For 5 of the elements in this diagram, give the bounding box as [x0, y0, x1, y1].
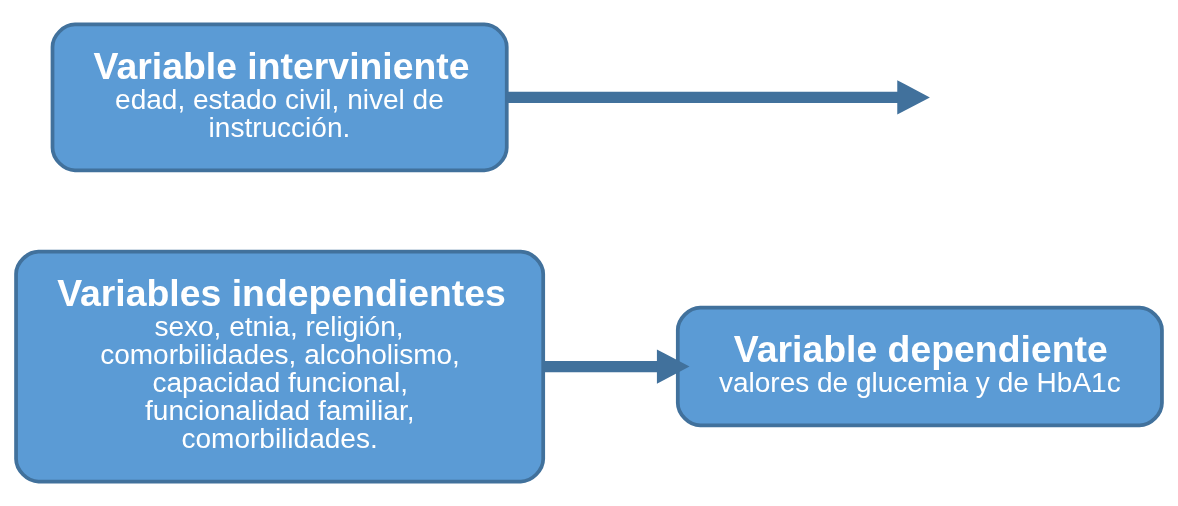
node-box: Variables independientes sexo, etnia, religión, comorbilidades, alcoholismo, capacidad funcional, funcionalidad familiar, comorbilidades.: [14, 249, 546, 484]
node-box: Variable interviniente edad, estado civil, nivel de instrucción.: [50, 22, 509, 173]
node-box: Variable dependiente valores de glucemia y de HbA1c: [675, 305, 1164, 428]
arrow: [544, 349, 690, 384]
arrow: [506, 80, 930, 115]
